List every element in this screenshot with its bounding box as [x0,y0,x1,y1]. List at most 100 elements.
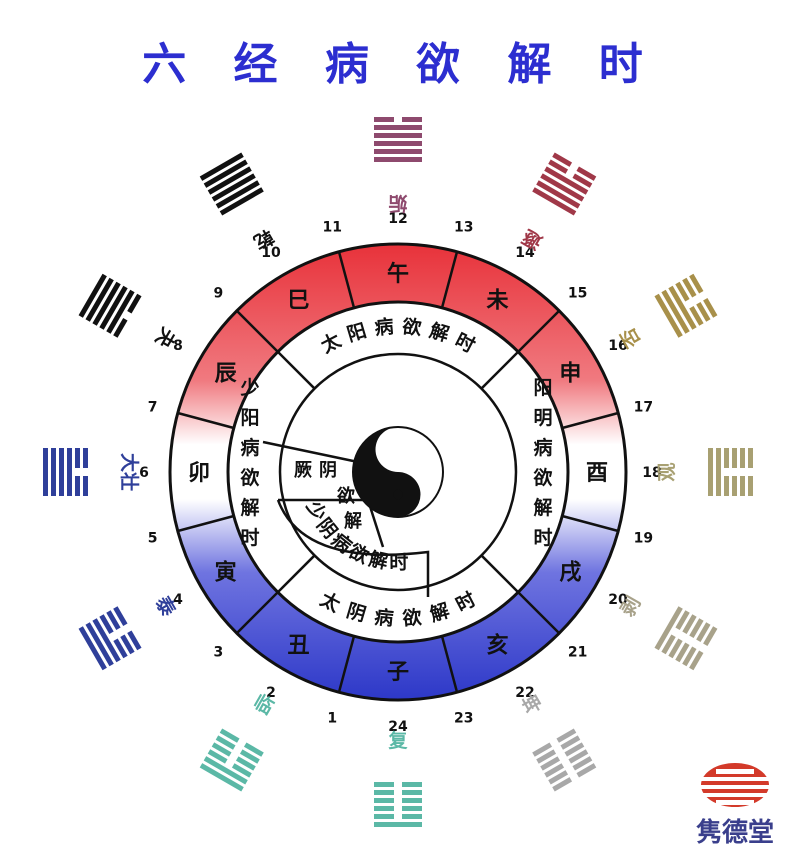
yang-line [374,125,422,130]
hexagram-大壮 [43,448,88,496]
shaoyang-label: 解 [240,496,259,519]
taiyin-label: 病 [373,605,394,630]
hexagram-姤 [374,117,422,162]
branch-divider [561,411,619,430]
yin-line [106,610,121,631]
yin-line [572,173,593,188]
yin-line [572,756,593,771]
hexagram-泰 [78,606,142,671]
yangming-label: 欲 [532,466,552,489]
hexagram-name-0: 复 [387,729,408,752]
yin-line [402,814,422,819]
hour-label-5: 5 [148,531,158,547]
hour-label-17: 17 [634,399,653,415]
yin-line [83,448,88,468]
yin-line [75,476,80,496]
yin-line [548,770,569,785]
yin-line [732,448,737,468]
yin-line [239,749,260,764]
branch-label-5: 巳 [287,289,309,314]
hour-label-13: 13 [454,220,473,236]
yang-line [67,448,72,496]
jueyin-top-line [262,440,359,464]
hour-label-24: 24 [388,719,408,735]
yin-line [689,305,704,326]
yang-line [85,277,114,322]
yang-line [374,149,422,154]
hexagram-否 [654,273,718,338]
yin-line [564,742,585,757]
yin-line [552,152,573,167]
yin-line [207,749,228,764]
hour-label-18: 18 [642,465,661,481]
yin-line [682,646,697,667]
yang-line [203,756,248,785]
yin-line [374,806,394,811]
yang-line [106,289,135,334]
hour-label-19: 19 [634,531,653,547]
yin-line [374,782,394,787]
yang-line [654,606,683,651]
hexagram-name-3: 大壮 [118,453,141,491]
yin-line [127,630,142,651]
yin-line [402,790,422,795]
shaoyang-label: 病 [240,436,259,459]
yin-line [402,806,422,811]
logo-emblem-icon [690,763,780,807]
hour-label-4: 4 [173,592,183,608]
yang-line [211,173,256,202]
yin-line [540,756,561,771]
branch-divider [235,309,279,353]
hexagram-name-9: 观 [656,462,678,481]
yin-line [231,763,252,778]
yin-line [402,798,422,803]
yin-line [532,742,553,757]
yin-line [219,728,240,743]
taiyang-label: 欲 [400,315,422,340]
yang-line [203,159,248,188]
yang-line [199,763,244,792]
yin-line [675,281,690,302]
yang-line [92,618,121,663]
yangming-label: 阳 [533,377,552,399]
yang-line [78,273,107,318]
branch-divider [177,514,235,533]
yin-line [696,622,711,643]
yin-line [703,297,718,318]
yang-line [536,180,581,209]
yin-line [402,117,422,122]
hour-label-9: 9 [214,285,224,301]
hour-label-23: 23 [454,710,473,726]
yin-line [724,476,729,496]
hour-label-2: 2 [266,685,276,701]
shaoyang-label: 阳 [240,407,259,429]
hexagram-临 [199,728,264,792]
yang-line [668,285,697,330]
branch-label-4: 辰 [215,362,237,387]
yin-line [689,618,704,639]
jueyin-label: 解 [344,510,362,532]
hour-label-3: 3 [214,645,224,661]
yin-line [113,606,128,627]
taiyang-label: 病 [373,315,394,340]
branch-label-10: 戌 [559,561,581,586]
yang-line [92,281,121,326]
branch-divider [440,251,459,309]
hour-label-11: 11 [323,220,342,236]
branch-divider [177,411,235,430]
shaoyang-label: 欲 [239,466,259,489]
yin-line [374,790,394,795]
yang-line [544,166,589,195]
hexagram-复 [374,782,422,827]
yin-line [568,749,589,764]
yang-line [99,285,128,330]
hour-label-10: 10 [261,245,281,261]
yin-line [99,614,114,635]
yang-line [374,141,422,146]
branch-label-11: 亥 [486,632,508,658]
yin-line [675,642,690,663]
yang-line [51,448,56,496]
yin-line [689,273,704,294]
hour-label-12: 12 [388,211,407,227]
